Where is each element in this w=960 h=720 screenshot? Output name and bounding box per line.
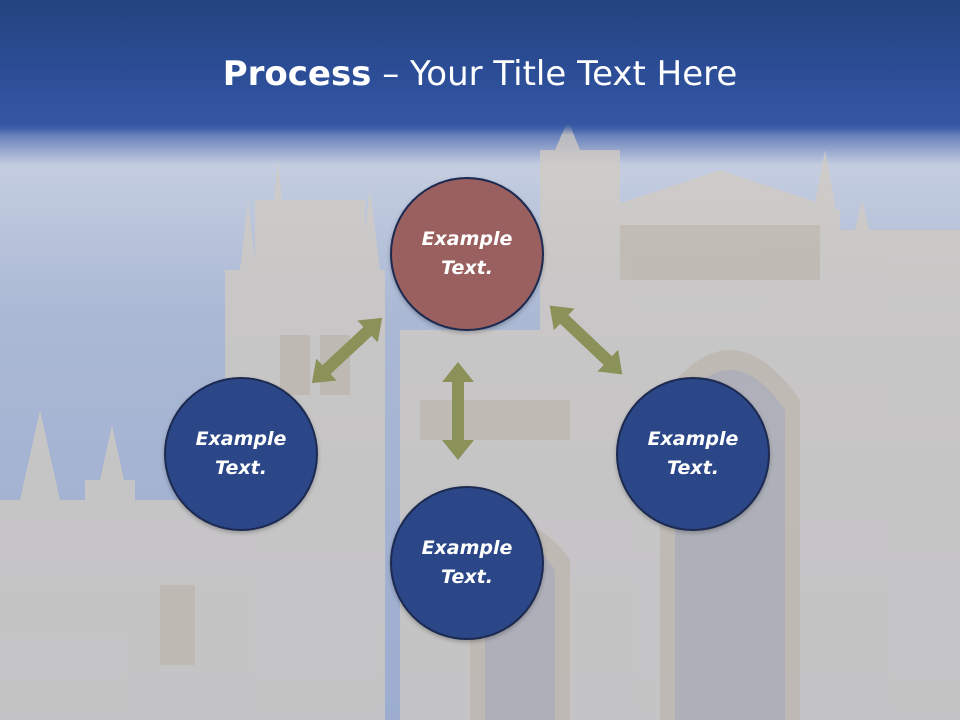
process-node-right-label: Example Text. — [647, 428, 739, 479]
connector-arrow-center — [442, 362, 474, 460]
slide-title: Process – Your Title Text Here — [0, 52, 960, 96]
title-bold-part: Process — [222, 54, 372, 94]
process-node-top[interactable]: Example Text. — [390, 177, 544, 331]
process-node-left[interactable]: Example Text. — [164, 377, 318, 531]
process-node-bottom-label: Example Text. — [421, 537, 513, 588]
connector-arrow-right — [549, 305, 623, 375]
process-node-bottom[interactable]: Example Text. — [390, 486, 544, 640]
connector-arrow-left — [311, 317, 383, 384]
process-node-left-label: Example Text. — [195, 428, 287, 479]
process-node-top-label: Example Text. — [421, 228, 513, 279]
title-rest-part: – Your Title Text Here — [371, 54, 738, 94]
title-band — [0, 0, 960, 135]
process-node-right[interactable]: Example Text. — [616, 377, 770, 531]
